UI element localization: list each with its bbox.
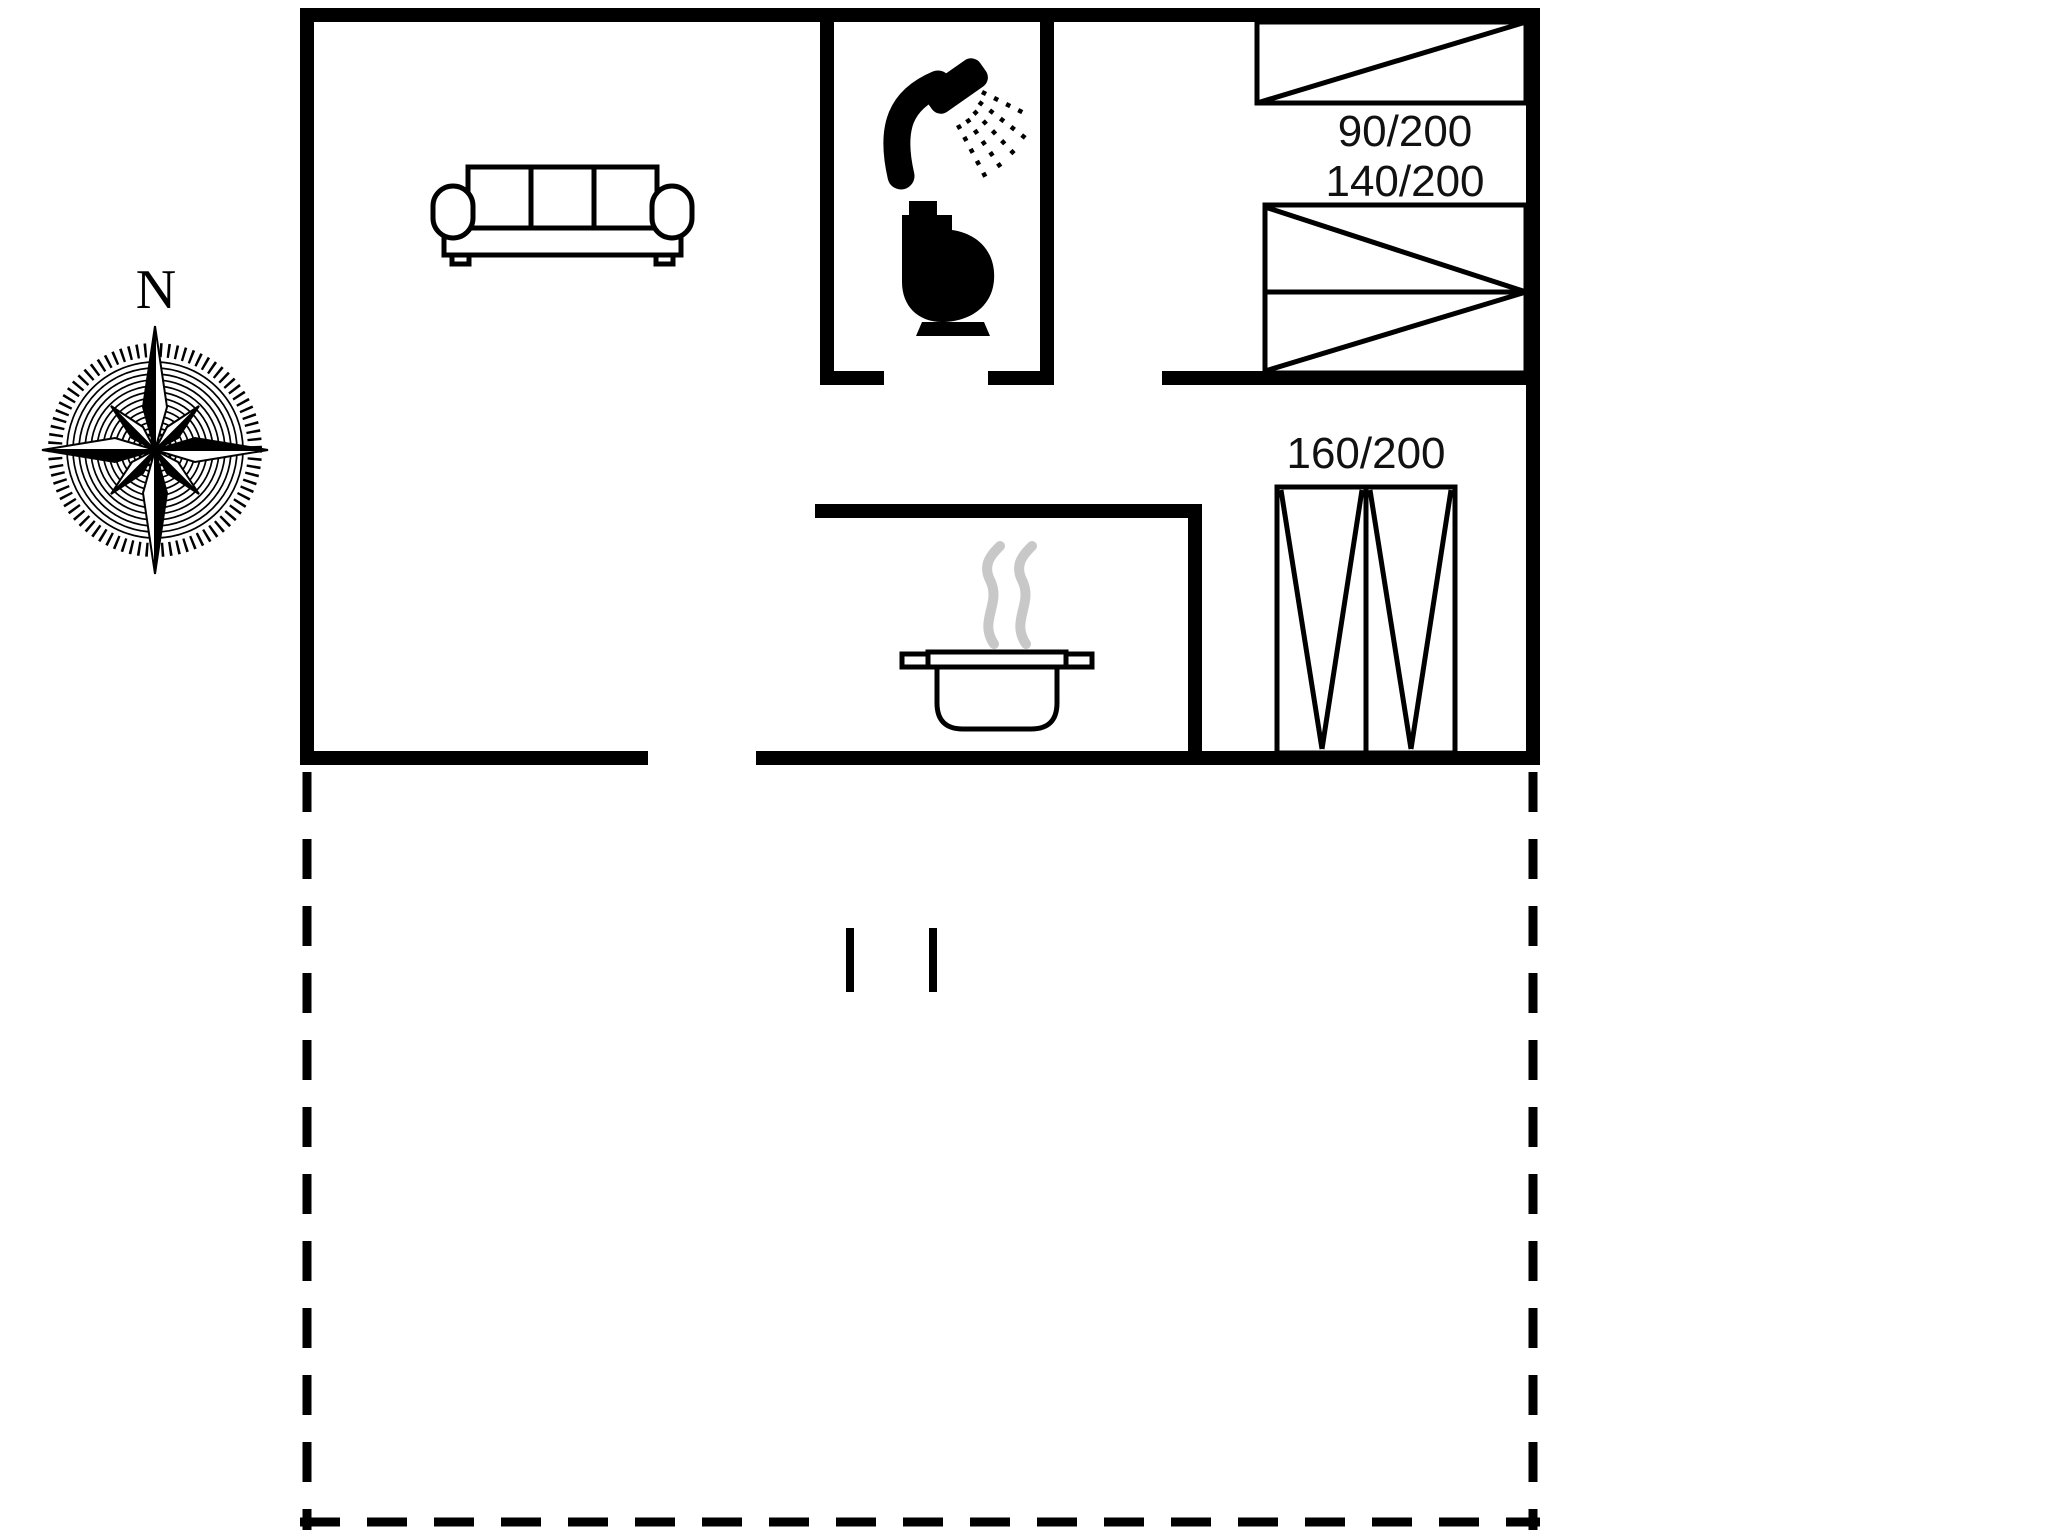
shower-spray: [956, 89, 1032, 180]
bed-size-label-160-200: 160/200: [1286, 429, 1446, 478]
wall-bathroom-left: [820, 8, 834, 385]
wall-outer-top: [300, 8, 1540, 22]
sofa-seat: [441, 225, 684, 258]
bed-160x200-v-right-2: [1408, 489, 1454, 750]
cooking-pot-icon: [899, 649, 1095, 732]
wall-bedroom-left-vertical: [1188, 504, 1202, 765]
terrace-post-right: [929, 928, 937, 992]
terrace-dashed-outline: [300, 772, 1540, 1530]
sofa-icon: [430, 164, 695, 267]
wall-bathroom-door-stub-right: [988, 371, 1054, 385]
wall-outer-bottom-left: [300, 751, 648, 765]
pot-body: [934, 664, 1060, 732]
bed-90x200-diagonal: [1256, 19, 1527, 106]
double-bed-vertical-icon: [1274, 484, 1458, 756]
terrace-post-left: [846, 928, 854, 992]
sofa-armrest-right: [649, 183, 695, 241]
sofa-armrest-left: [430, 183, 476, 241]
toilet-button: [909, 201, 937, 215]
bed-140x200-outline: [1262, 202, 1529, 376]
compass-diagonal-points: [110, 405, 200, 495]
bed-140x200-diagonal-top: [1264, 204, 1527, 295]
wall-bathroom-right: [1040, 8, 1054, 385]
bed-size-label-90-200: 90/200: [1337, 107, 1473, 156]
shower-head: [924, 58, 988, 114]
compass-rose-icon: [41, 325, 269, 575]
bed-160x200-v-left-1: [1278, 489, 1325, 750]
toilet-icon: [902, 201, 995, 336]
toilet-base: [916, 322, 990, 336]
wall-outer-left: [300, 8, 314, 765]
bed-160x200-v-left-2: [1319, 489, 1365, 750]
bed-140x200-diagonal-bottom: [1264, 289, 1527, 374]
shower-icon: [883, 58, 1032, 190]
wall-bathroom-door-stub-left: [820, 371, 884, 385]
bed-size-label-140-200: 140/200: [1325, 157, 1485, 206]
single-bed-icon: [1254, 19, 1529, 106]
bed-160x200-v-right-1: [1367, 489, 1414, 750]
wall-outer-right: [1526, 8, 1540, 765]
steam-icon: [982, 541, 1037, 649]
wall-kitchen-horizontal: [815, 504, 1202, 518]
bed-90x200-outline: [1254, 19, 1529, 106]
walls: [300, 8, 1540, 765]
sofa-back-cushions: [465, 164, 660, 231]
compass-north-label: N: [135, 259, 177, 321]
toilet-body: [902, 215, 995, 322]
double-bed-icon: [1262, 202, 1529, 376]
compass-cardinal-points: [41, 325, 269, 575]
terrace-door-posts: [846, 928, 937, 992]
